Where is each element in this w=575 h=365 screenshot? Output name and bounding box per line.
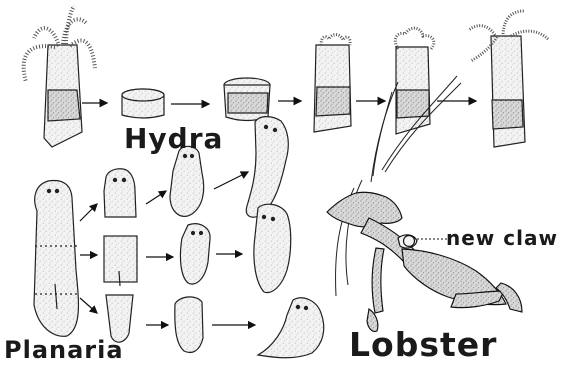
new-claw-label: new claw [446, 228, 558, 248]
hydra-stage-five [469, 11, 549, 147]
lobster-new-claw [398, 235, 417, 248]
planaria-head-piece [104, 169, 136, 217]
lobster-label: Lobster [349, 328, 497, 361]
hydra-stage-four [395, 28, 434, 134]
planaria-regeneration-b [180, 224, 210, 284]
planaria-original [34, 181, 78, 337]
hydra-piece-two [224, 78, 270, 121]
lobster-body [327, 192, 522, 331]
hydra-cut-piece [122, 89, 164, 118]
planaria-regeneration-f [258, 298, 324, 358]
hydra-sequence [24, 6, 549, 147]
hydra-label: Hydra [124, 125, 223, 153]
planaria-regeneration-c [175, 297, 203, 353]
hydra-original [24, 6, 95, 147]
hydra-stage-three [314, 35, 351, 132]
planaria-regeneration-d [246, 117, 288, 218]
planaria-regeneration-a [170, 146, 204, 216]
planaria-regeneration-e [254, 204, 291, 292]
planaria-middle-piece [104, 236, 137, 286]
planaria-label: Planaria [4, 338, 124, 362]
